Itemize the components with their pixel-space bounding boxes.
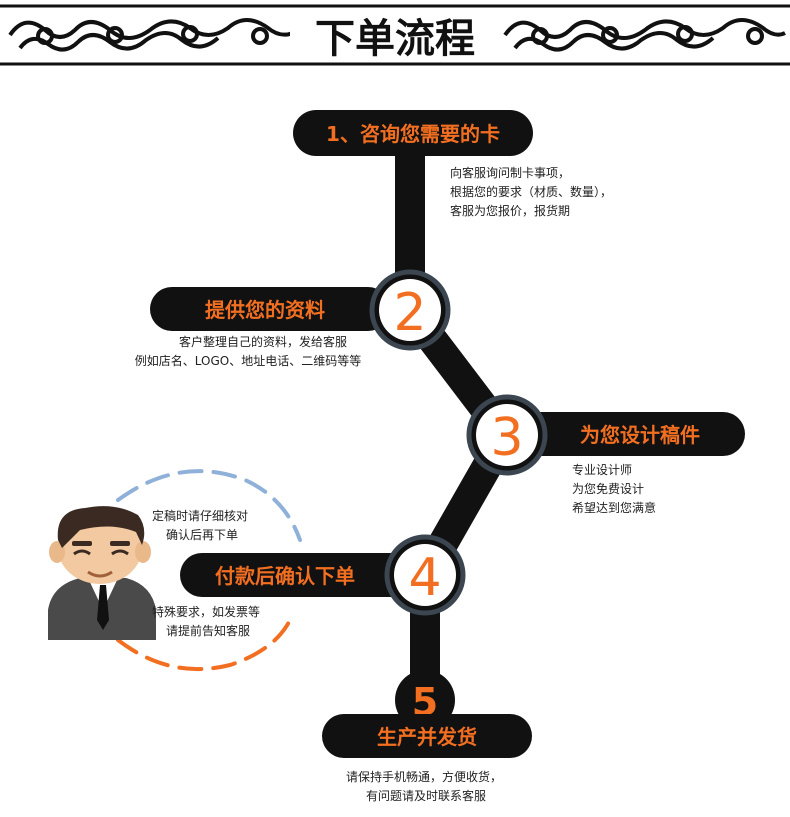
desc-line: 有问题请及时联系客服 xyxy=(366,789,487,803)
step-3-description: 专业设计师 为您免费设计 希望达到您满意 xyxy=(572,461,656,518)
step-1-description: 向客服询问制卡事项， 根据您的要求（材质、数量）， 客服为您报价，报货期 xyxy=(450,164,612,221)
desc-line: 确认后再下单 xyxy=(166,528,239,542)
special-note: 特殊要求，如发票等 请提前告知客服 xyxy=(152,603,260,641)
businessman-icon xyxy=(48,506,156,640)
desc-line: 定稿时请仔细核对 xyxy=(152,509,249,523)
scroll-ornament-icon xyxy=(8,18,294,52)
desc-line: 例如店名、LOGO、地址电话、二维码等等 xyxy=(134,354,362,368)
page-title: 下单流程 xyxy=(315,16,475,62)
desc-line: 为您免费设计 xyxy=(572,482,645,496)
desc-line: 客户整理自己的资料，发给客服 xyxy=(178,335,347,349)
step-4-description: 定稿时请仔细核对 确认后再下单 xyxy=(152,507,248,545)
step-2-description: 客户整理自己的资料，发给客服 例如店名、LOGO、地址电话、二维码等等 xyxy=(135,333,379,371)
step-3-label: 为您设计稿件 xyxy=(580,423,700,447)
step-5: 5 生产并发货 xyxy=(322,670,532,758)
step-5-label: 生产并发货 xyxy=(377,725,477,749)
desc-line: 客服为您报价，报货期 xyxy=(450,204,571,218)
step-5-description: 请保持手机畅通，方便收货， 有问题请及时联系客服 xyxy=(346,768,502,806)
step-3: 为您设计稿件 3 xyxy=(466,394,745,476)
step-1-label: 1、咨询您需要的卡 xyxy=(326,122,500,146)
note-line: 请提前告知客服 xyxy=(166,624,251,638)
desc-line: 根据您的要求（材质、数量）， xyxy=(450,185,613,199)
step-2-number: 2 xyxy=(393,283,426,343)
step-4: 付款后确认下单 4 xyxy=(180,534,466,616)
dashed-arc xyxy=(116,469,302,672)
step-4-number: 4 xyxy=(408,548,441,608)
desc-line: 向客服询问制卡事项， xyxy=(450,166,571,180)
step-4-label: 付款后确认下单 xyxy=(215,564,355,588)
desc-line: 专业设计师 xyxy=(572,463,633,477)
step-3-number: 3 xyxy=(490,408,523,468)
scroll-ornament-icon xyxy=(503,18,786,52)
note-line: 特殊要求，如发票等 xyxy=(152,605,261,619)
desc-line: 请保持手机畅通，方便收货， xyxy=(346,770,503,784)
step-2-label: 提供您的资料 xyxy=(205,298,325,322)
header-banner: 下单流程 xyxy=(0,0,790,70)
step-1: 1、咨询您需要的卡 xyxy=(293,110,533,156)
desc-line: 希望达到您满意 xyxy=(572,501,657,515)
step-2: 提供您的资料 2 xyxy=(150,269,451,351)
